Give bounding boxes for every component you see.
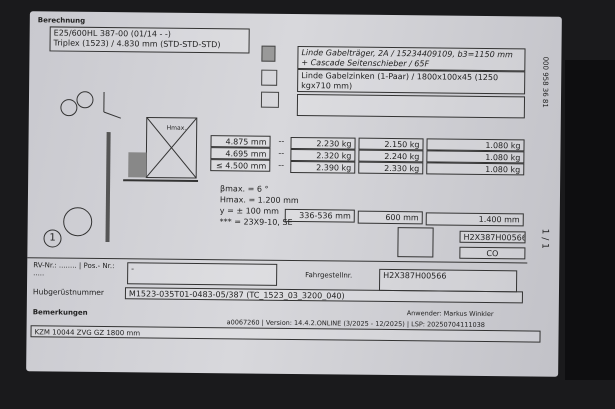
spec-offset: y = ± 100 mm	[219, 206, 280, 216]
model-box: E25/600HL 387-00 (01/14 - -) Triplex (15…	[49, 26, 250, 54]
remarks-label: Bemerkungen	[32, 308, 88, 317]
side-code: 000 958 36 81	[540, 56, 550, 108]
spec-hmax: Hmax. = 1.200 mm	[219, 195, 299, 206]
specs: βmax. = 6 ° Hmax. = 1.200 mm y = ± 100 m…	[220, 183, 299, 228]
serial-box: H2X387H00566	[459, 230, 526, 244]
load-height-cell: 4.875 mm	[210, 135, 271, 148]
load-center-2: 600 mm	[357, 210, 423, 225]
mast-line: Triplex (1523) / 4.830 mm (STD-STD-STD)	[53, 38, 221, 50]
load-height-cell: 4.695 mm	[210, 147, 271, 160]
spec-tyres: *** = 23X9-10, SE	[219, 217, 293, 227]
co-box: CO	[459, 246, 526, 260]
load-c2-cell: 2.330 kg	[358, 161, 424, 175]
load-capacity-plate: Berechnung E25/600HL 387-00 (01/14 - -) …	[26, 11, 562, 377]
fork-carriage-icon	[261, 45, 276, 62]
rv-label: RV-Nr.: ........ | Pos.- Nr.: .....	[33, 261, 115, 278]
load-c2-cell: 2.240 kg	[358, 149, 424, 163]
user: Anwender: Markus Winkler	[406, 309, 494, 319]
chassis-label: Fahrgestellnr.	[305, 271, 353, 280]
attachment-1: Linde Gabelträger, 2A / 15234409109, b3=…	[297, 46, 526, 72]
load-c1-cell: 2.230 kg	[290, 136, 356, 150]
load-c3-cell: 1.080 kg	[426, 162, 525, 176]
attachment-3	[296, 94, 526, 119]
hmax-label: Hmax.	[166, 124, 187, 132]
load-c3-cell: 1.080 kg	[426, 150, 525, 164]
fork-pair-icon	[261, 69, 278, 86]
load-center-3: 1.400 mm	[425, 212, 524, 227]
forklift-body	[565, 60, 615, 380]
attachment-2: Linde Gabelzinken (1-Paar) / 1800x100x45…	[297, 69, 526, 95]
circle-number: 1	[43, 229, 62, 248]
page-number: 1 / 1	[539, 228, 550, 249]
attachment-icon	[260, 91, 280, 108]
load-c1-cell: 2.320 kg	[290, 148, 356, 162]
forklift-diagram-icon	[60, 91, 199, 243]
chassis-field[interactable]: H2X387H00566	[378, 268, 518, 293]
load-c1-cell: 2.390 kg	[290, 160, 356, 174]
load-height-cell: ≤ 4.500 mm	[210, 159, 271, 172]
spec-tilt: βmax. = 6 °	[220, 184, 269, 194]
mast-label: Hubgerüstnummer	[32, 287, 105, 298]
load-box-icon	[397, 227, 434, 258]
load-c2-cell: 2.150 kg	[358, 137, 424, 151]
load-c3-cell: 1.080 kg	[426, 138, 525, 152]
rv-field[interactable]: -	[127, 262, 278, 286]
section-title: Berechnung	[37, 16, 86, 25]
